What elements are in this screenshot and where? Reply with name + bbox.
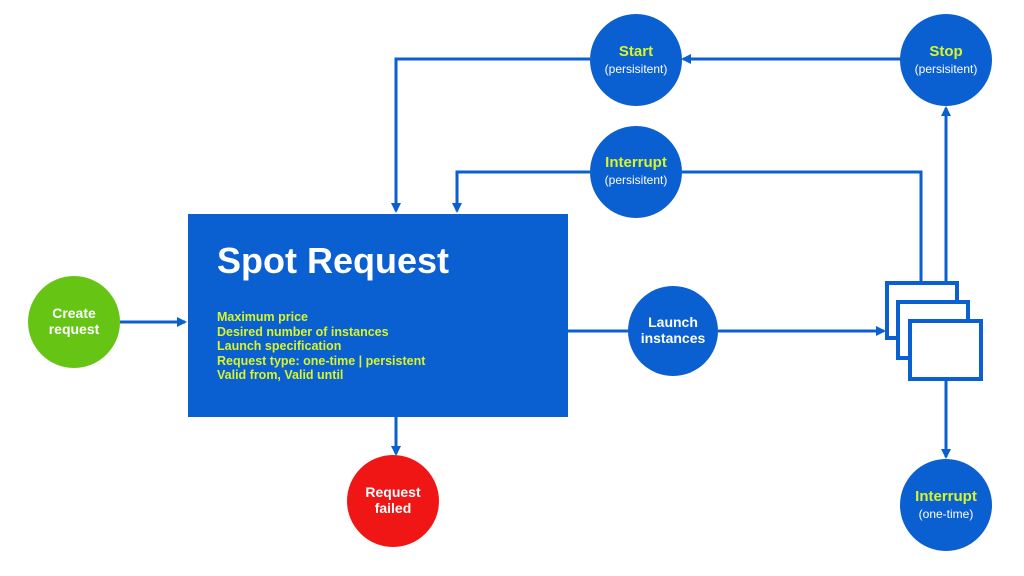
launch-instances-node	[628, 286, 718, 376]
spot-request-title: Spot Request	[217, 240, 450, 281]
connectors	[120, 54, 951, 459]
request-failed-label: Request failed	[365, 484, 421, 516]
line-instances-to-interrupt-persistent	[682, 170, 923, 283]
interrupt-persistent-label: Interrupt (persisitent)	[604, 154, 668, 187]
instance-stack-icon	[885, 281, 983, 381]
start-persistent-node	[590, 14, 682, 106]
start-persistent-label: Start (persisitent)	[604, 43, 668, 76]
field-validity: Valid from, Valid until	[217, 368, 344, 383]
interrupt-onetime-node	[900, 459, 992, 551]
arrow-start-to-spot	[391, 57, 590, 213]
field-desired-instances: Desired number of instances	[217, 324, 389, 339]
spot-request-box	[188, 214, 568, 417]
field-maximum-price: Maximum price	[217, 310, 309, 324]
interrupt-persistent-node	[590, 126, 682, 218]
launch-instances-label: Launch instances	[640, 314, 706, 346]
stop-persistent-label: Stop (persisitent)	[914, 43, 978, 76]
spot-request-fields: Maximum price Desired number of instance…	[217, 310, 425, 383]
create-request-label: Create request	[48, 305, 100, 337]
arrow-interrupt-persistent-to-spot	[452, 170, 590, 213]
interrupt-onetime-label: Interrupt (one-time)	[915, 488, 977, 521]
stop-persistent-node	[900, 14, 992, 106]
create-request-node	[28, 276, 120, 368]
request-failed-node	[347, 455, 439, 547]
field-launch-spec: Launch specification	[217, 339, 342, 354]
field-request-type: Request type: one-time | persistent	[217, 353, 426, 368]
